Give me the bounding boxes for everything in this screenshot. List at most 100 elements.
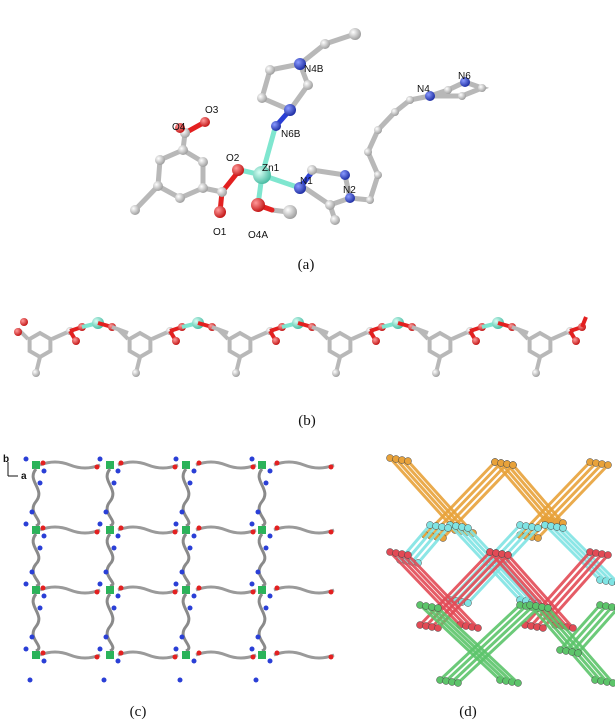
net-rod	[543, 523, 602, 582]
caption-a: (a)	[297, 257, 315, 273]
net-node	[539, 624, 547, 632]
ligand-strand	[195, 525, 257, 535]
net-rod	[564, 605, 608, 652]
label-n6: N6	[458, 71, 471, 82]
methyl-atom	[432, 369, 440, 377]
methyl-atom	[532, 369, 540, 377]
ligand-strand	[273, 460, 335, 470]
nitrogen-atom	[111, 545, 117, 551]
net-rod	[540, 606, 609, 683]
spacer-strand	[181, 533, 191, 588]
nitrogen-atom	[191, 468, 197, 474]
panel-c-axes: b a	[3, 454, 27, 482]
nitrogen-atom	[255, 634, 261, 640]
nitrogen-atom	[23, 521, 29, 527]
carboxyl-o-bond	[580, 316, 588, 328]
net-rod	[388, 456, 457, 532]
ligand-strand	[117, 650, 179, 660]
nitrogen-atom	[177, 677, 183, 683]
oxygen-atom	[472, 337, 480, 345]
nitrogen-atom	[263, 545, 269, 551]
net-rod	[400, 552, 474, 629]
zinc-node	[258, 526, 266, 534]
net-node	[464, 599, 472, 607]
nitrogen-atom	[267, 533, 273, 539]
oxygen-atom	[40, 460, 46, 466]
oxygen-atom	[118, 460, 124, 466]
nitrogen-atom	[115, 468, 121, 474]
benzene-ring	[327, 330, 353, 360]
label-zn1: Zn1	[262, 163, 280, 174]
spacer-strand	[31, 533, 41, 588]
nitrogen-atom	[41, 533, 47, 539]
nitrogen-atom	[41, 468, 47, 474]
nitrogen-atom	[255, 569, 261, 575]
caption-d: (d)	[459, 704, 477, 720]
zinc-node	[182, 526, 190, 534]
oxygen-atom	[94, 654, 100, 660]
ligand-strand	[195, 650, 257, 660]
zinc-node	[32, 526, 40, 534]
net-rod	[424, 604, 508, 683]
oxygen-atom	[94, 529, 100, 535]
nitrogen-atom	[29, 509, 35, 515]
net-rod	[535, 553, 604, 628]
nitrogen-atom	[191, 533, 197, 539]
spacer-strand	[257, 593, 267, 653]
caption-c: (c)	[129, 704, 147, 720]
ring-link-bond	[216, 327, 230, 341]
nitrogen-atom	[187, 545, 193, 551]
zinc-node	[32, 651, 40, 659]
nitrogen-atom	[179, 569, 185, 575]
nitrogen-atom	[249, 521, 255, 527]
panel-a-structure	[130, 28, 490, 225]
ring-link-bond	[516, 327, 530, 341]
net-node	[454, 679, 462, 687]
net-node	[534, 524, 542, 532]
spacer-strand	[181, 468, 191, 528]
net-rod	[549, 524, 608, 583]
net-rod	[410, 526, 444, 563]
net-rod	[438, 603, 522, 682]
net-rod	[541, 554, 610, 629]
net-rod	[436, 553, 510, 630]
oxygen-atom	[274, 585, 280, 591]
label-o4: O4	[172, 122, 186, 133]
net-rod	[456, 606, 540, 685]
nitrogen-atom	[97, 456, 103, 462]
spacer-strand	[105, 593, 115, 653]
oxygen-atom	[172, 529, 178, 535]
oxygen-atom	[328, 654, 334, 660]
ligand-strand	[117, 460, 179, 470]
ligand-strand	[39, 650, 101, 660]
net-rod	[493, 461, 547, 521]
net-rod	[523, 551, 592, 626]
nitrogen-atom	[41, 593, 47, 599]
net-rod	[529, 552, 598, 627]
nitrogen-atom	[255, 509, 261, 515]
benzene-ring	[527, 330, 553, 360]
net-rod	[400, 458, 469, 534]
net-node	[609, 679, 615, 687]
net-node	[574, 649, 582, 657]
nitrogen-atom	[27, 677, 33, 683]
nitrogen-atom	[97, 646, 103, 652]
panel-a-atom-labels: N4B N6B N4 N6 O2 Zn1 N1 N2 O1 O4A O4 O3	[172, 64, 471, 241]
label-o1: O1	[213, 227, 227, 238]
spacer-strand	[257, 468, 267, 528]
panel-b-chain	[14, 316, 588, 377]
oxygen-atom	[40, 650, 46, 656]
benzene-ring	[27, 330, 53, 360]
net-rod	[570, 606, 614, 653]
ligand-strand	[195, 585, 257, 595]
oxygen-atom	[172, 464, 178, 470]
nitrogen-atom	[253, 677, 259, 683]
net-rod	[406, 553, 480, 630]
nitrogen-atom	[115, 533, 121, 539]
nitrogen-atom	[41, 658, 47, 664]
oxygen-atom	[14, 328, 22, 336]
ligand-strand	[273, 585, 335, 595]
zinc-node	[258, 651, 266, 659]
net-rod	[555, 525, 614, 584]
net-node	[404, 457, 412, 465]
